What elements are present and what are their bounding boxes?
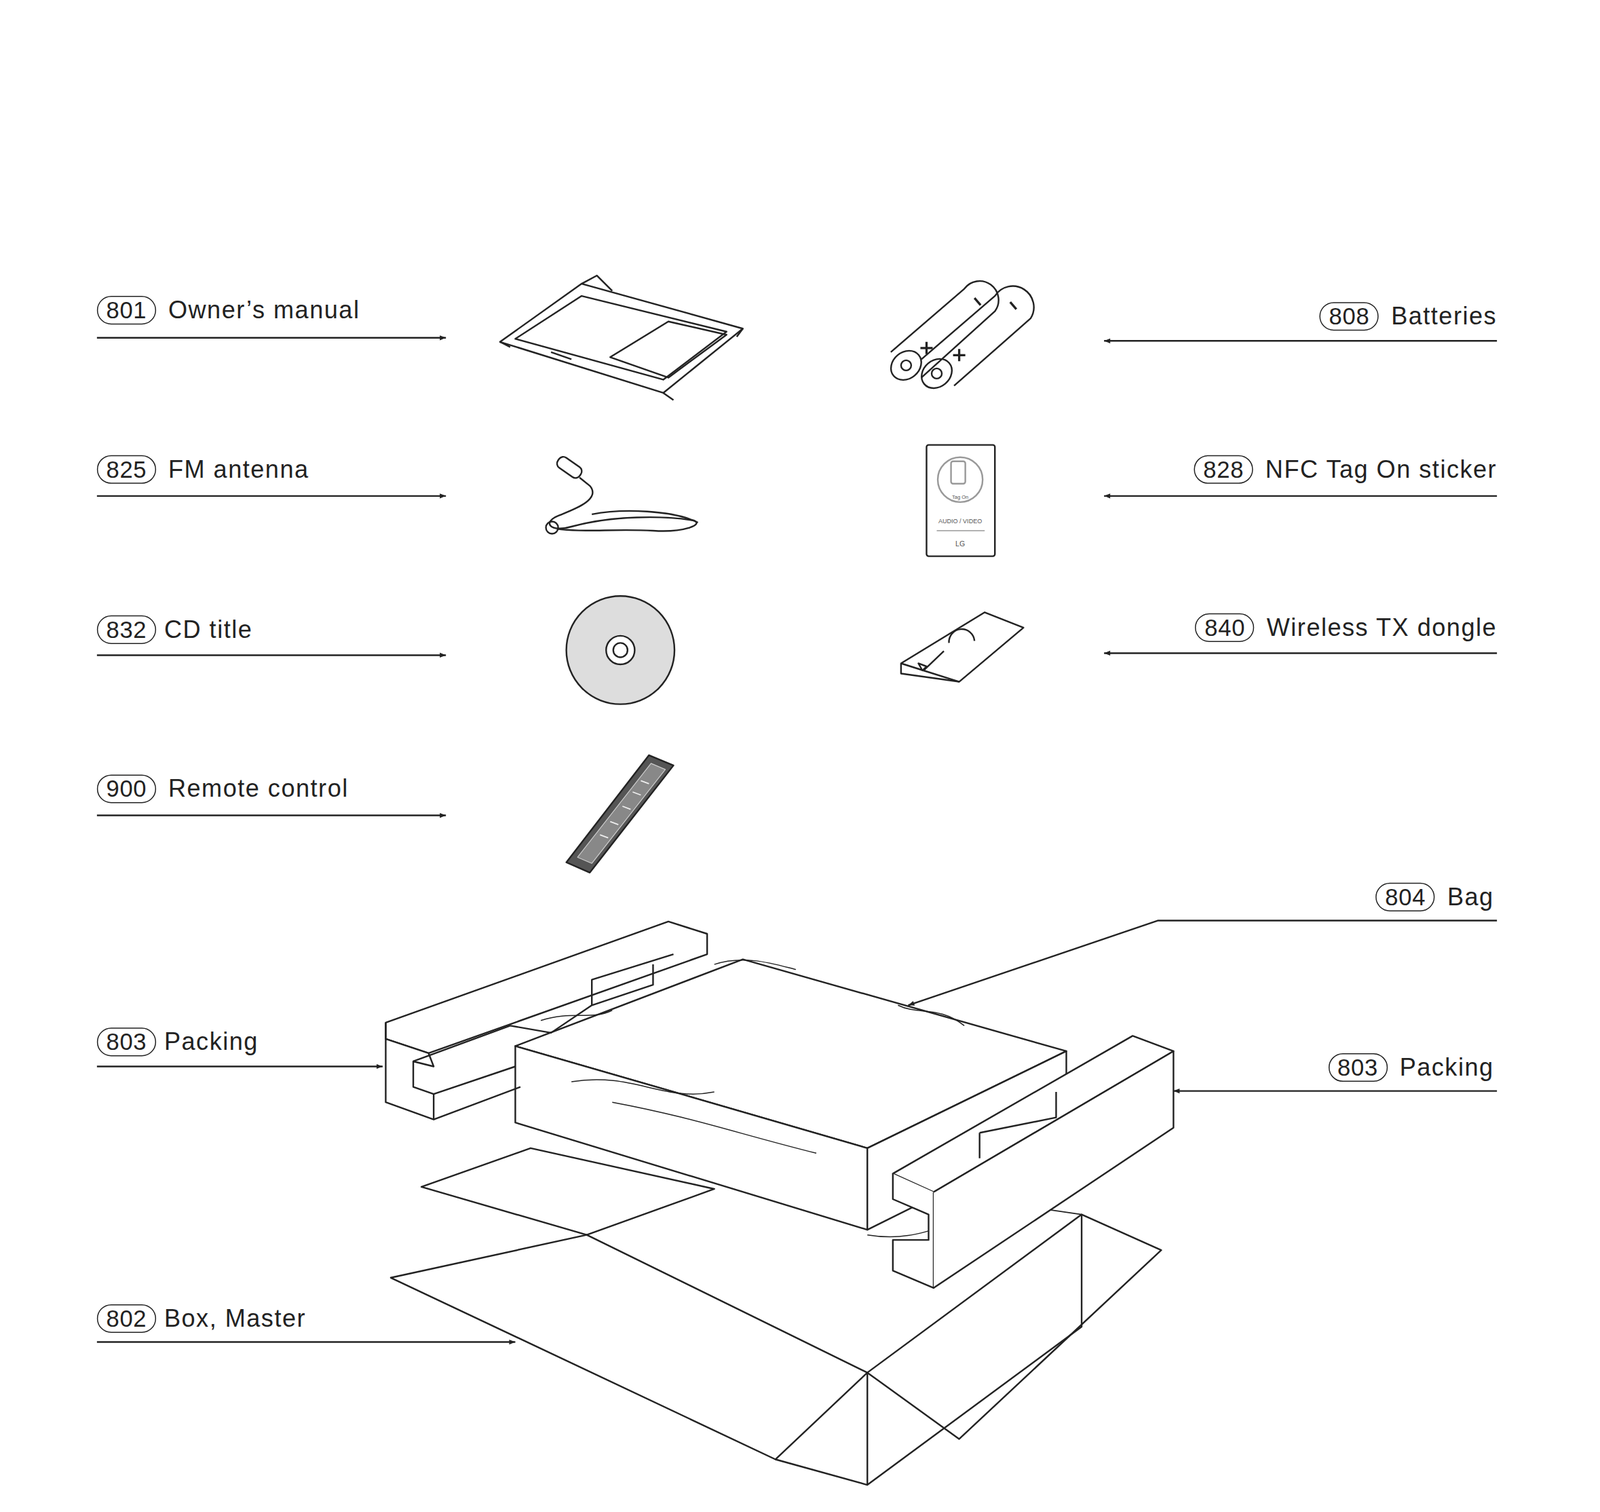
callout-number: 804 [1376, 882, 1436, 912]
callout: 804 Bag [1376, 882, 1495, 912]
part-name: Packing [164, 1027, 259, 1056]
callout: 828 NFC Tag On sticker [1194, 455, 1497, 484]
batteries-illustration [884, 280, 1034, 395]
callout: 803 Packing [1328, 1053, 1495, 1082]
callout: 840 Wireless TX dongle [1195, 613, 1497, 642]
antenna-illustration [546, 454, 699, 534]
sticker-text: AUDIO / VIDEO [938, 518, 982, 526]
callout-number: 802 [97, 1304, 157, 1333]
part-name: Wireless TX dongle [1266, 613, 1497, 642]
packing-left-illustration [385, 921, 708, 1120]
remote-illustration [566, 755, 674, 873]
leader-lines [97, 337, 1497, 1343]
callout-number: 900 [97, 774, 157, 803]
dongle-illustration [901, 612, 1024, 682]
manual-illustration [500, 275, 744, 400]
callout-number: 828 [1194, 455, 1254, 484]
callout: 808 Batteries [1319, 301, 1497, 331]
sticker-text: LG [955, 540, 965, 549]
callout-number: 840 [1195, 613, 1255, 642]
callout-number: 803 [97, 1027, 157, 1056]
callout: 801 Owner’s manual [97, 295, 361, 325]
part-name: Packing [1399, 1053, 1495, 1082]
callout-number: 825 [97, 455, 157, 484]
part-name: NFC Tag On sticker [1265, 455, 1497, 484]
callout: 803Packing [97, 1027, 259, 1056]
part-name: Bag [1447, 882, 1495, 912]
part-name: FM antenna [168, 455, 310, 484]
callout-number: 808 [1319, 301, 1379, 331]
callout: 825 FM antenna [97, 455, 310, 484]
part-name: Remote control [168, 774, 349, 803]
sticker-illustration [926, 445, 995, 557]
callout: 900 Remote control [97, 774, 349, 803]
callout-number: 832 [97, 615, 157, 644]
callout: 802Box, Master [97, 1304, 307, 1333]
sticker-text: Tag On [951, 493, 969, 501]
packing-right-illustration [892, 1035, 1174, 1288]
part-name: Owner’s manual [168, 295, 361, 325]
part-name: Box, Master [164, 1304, 307, 1333]
part-name: CD title [164, 615, 253, 644]
callout-number: 803 [1328, 1053, 1388, 1082]
callout-number: 801 [97, 295, 157, 325]
cd-illustration [566, 595, 675, 704]
part-name: Batteries [1391, 301, 1497, 331]
callout: 832CD title [97, 615, 253, 644]
